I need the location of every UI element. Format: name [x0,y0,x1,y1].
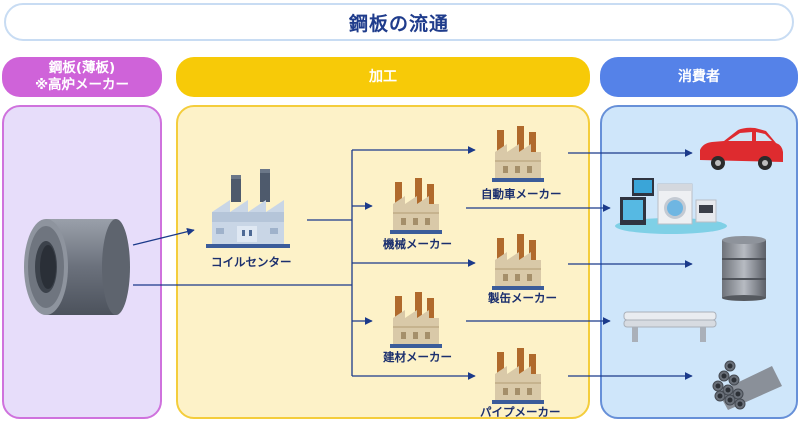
label-machinery-maker: 機械メーカー [383,237,452,251]
car-icon [700,127,783,170]
drum-icon [722,236,766,301]
page-title: 鋼板の流通 [348,12,449,35]
header-processing-label: 加工 [369,68,397,85]
header-steel-line2: ※高炉メーカー [34,77,130,93]
header-steel-line1: 鋼板(薄板) [48,60,116,76]
guardrail-icon [623,311,717,342]
appliances-icon [615,178,727,234]
can-factory-icon [492,234,544,290]
header-processing: 加工 [176,57,590,97]
building-factory-icon [390,292,442,348]
pipes-icon [712,360,782,410]
pipe-factory-icon [492,348,544,404]
header-consumers-label: 消費者 [678,68,720,85]
label-automobile-maker: 自動車メーカー [481,187,562,201]
label-coil-center: コイルセンター [211,255,292,269]
label-pipe-maker: パイプメーカー [480,405,561,419]
header-consumers: 消費者 [600,57,798,97]
machinery-factory-icon [390,178,442,234]
coil-center-factory-icon [206,169,290,248]
label-building-maker: 建材メーカー [383,350,452,364]
label-can-maker: 製缶メーカー [488,291,557,305]
title-bar: 鋼板の流通 [4,3,794,41]
arrow-coil-to-center [132,227,195,246]
connector-lines [132,146,693,380]
header-steel: 鋼板(薄板) ※高炉メーカー [2,57,162,97]
automobile-factory-icon [492,126,544,182]
steel-coil-icon [24,219,130,315]
